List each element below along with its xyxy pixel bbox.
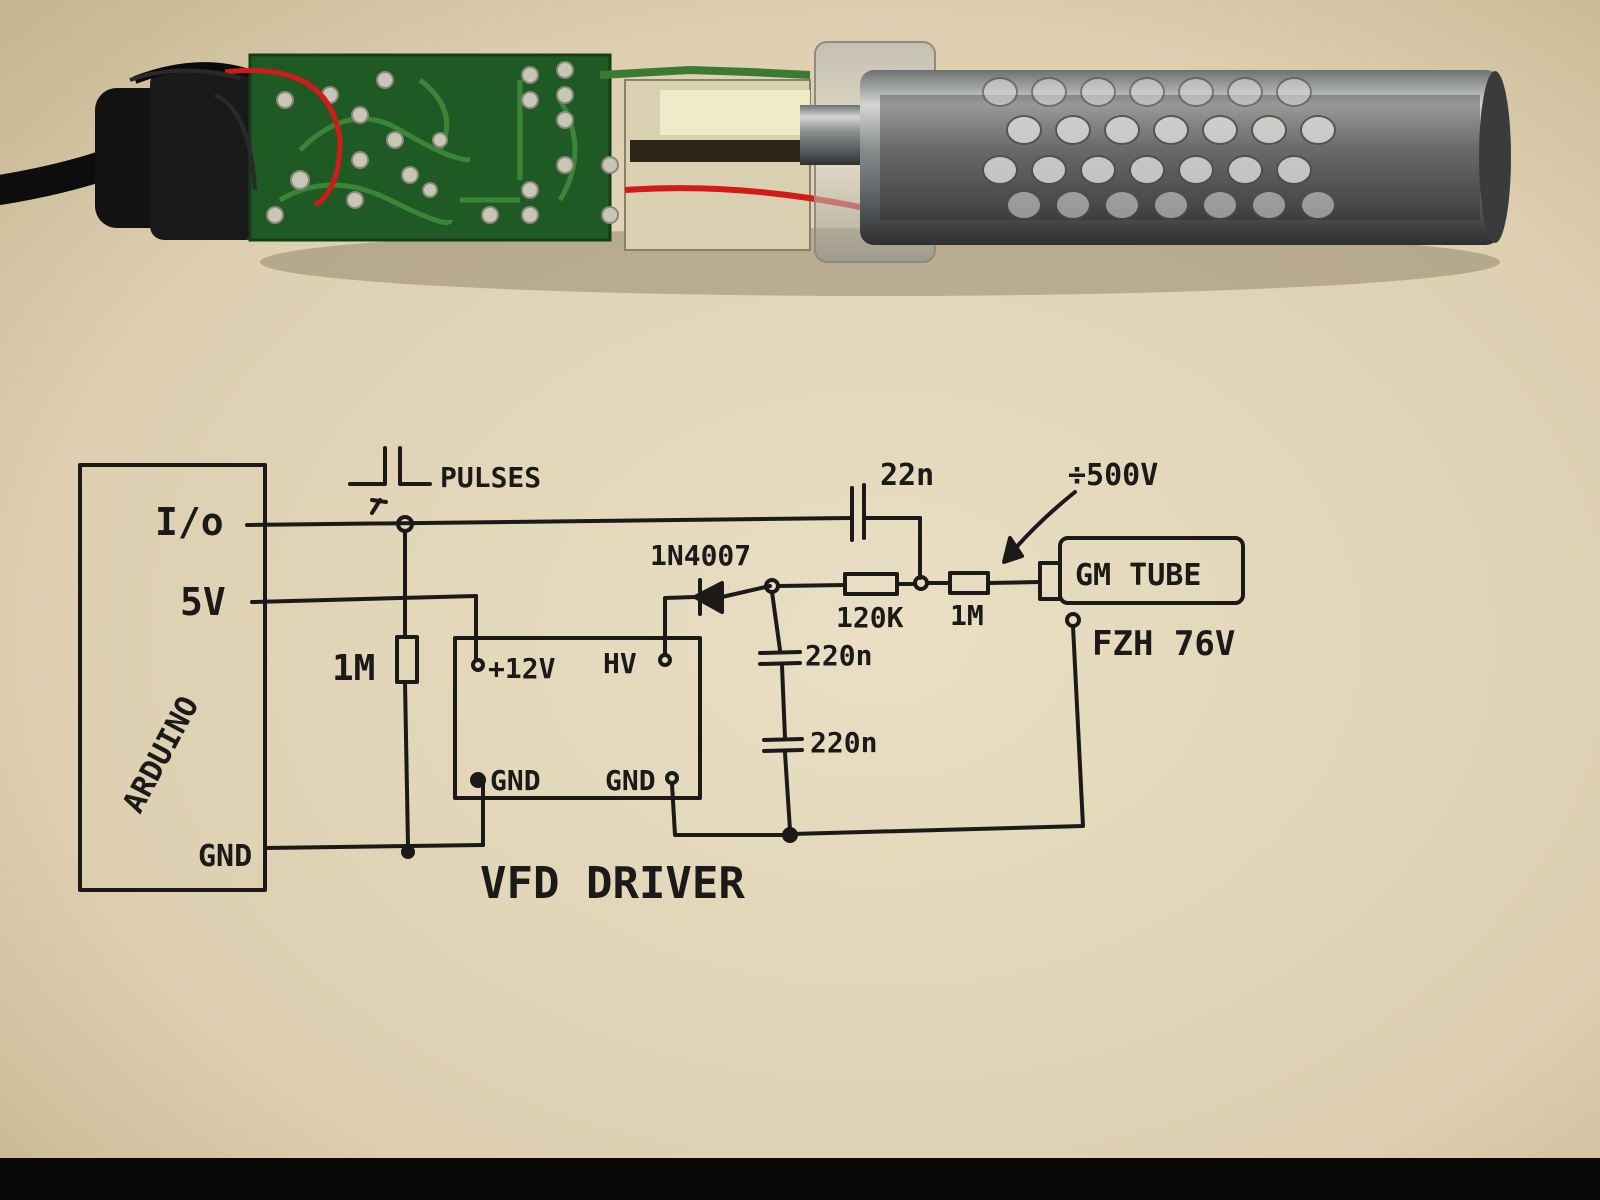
tube-hole	[1251, 190, 1287, 220]
gm-tube-ground-wire	[790, 624, 1085, 836]
tube-hole	[1031, 77, 1067, 107]
tube-hole	[1080, 77, 1116, 107]
tube-hole	[1031, 155, 1067, 185]
label-gnd-arduino: GND	[198, 839, 252, 874]
cap-220n-bottom-plate2	[762, 748, 804, 753]
gm-tube-anode-cap	[1038, 561, 1062, 601]
tube-hole	[1153, 190, 1189, 220]
label-tube-model: FZH 76V	[1092, 624, 1235, 664]
tube-hole	[1276, 155, 1312, 185]
geiger-probe-photo	[0, 41, 1511, 296]
top-resistors	[599, 65, 811, 79]
pulldown-wire-bottom	[403, 680, 410, 847]
label-500v: ÷500V	[1068, 458, 1158, 493]
thin-wires-left	[129, 68, 257, 191]
component-highlight	[660, 90, 810, 135]
label-pulldown-1m: 1M	[332, 648, 375, 689]
hv-wire	[663, 595, 697, 657]
cap-220n-top-plate1	[758, 650, 802, 655]
tube-hole	[1300, 115, 1336, 145]
driver-gnd-wire	[670, 782, 787, 837]
label-gnd-driver-left: GND	[490, 764, 541, 797]
pcb-traces	[278, 78, 578, 225]
gnd-wire	[263, 843, 485, 850]
tube-hole	[1104, 115, 1140, 145]
label-1m-tube: 1M	[950, 599, 984, 632]
label-vfd-driver: VFD DRIVER	[480, 858, 745, 909]
label-io: I/o	[155, 500, 224, 544]
voltage-arrow	[1010, 490, 1077, 554]
tube-hole	[1080, 155, 1116, 185]
tube-hole	[1202, 190, 1238, 220]
tube-hole	[1055, 115, 1091, 145]
vfd-driver-box	[453, 636, 702, 800]
voltage-arrow-head	[1002, 536, 1024, 564]
cap-chain-middle	[780, 664, 787, 740]
component-slot	[630, 140, 805, 162]
tube-hole	[1202, 115, 1238, 145]
tube-hole	[1006, 190, 1042, 220]
hand-drawn-schematic	[78, 446, 1245, 892]
tube-hole	[1055, 190, 1091, 220]
io-wire	[245, 516, 852, 527]
pin-gnd-left	[470, 772, 486, 788]
label-pulses: PULSES	[440, 461, 541, 494]
tube-hole	[1227, 155, 1263, 185]
cap-220n-bottom-plate1	[762, 737, 804, 742]
bottom-dark-strip	[0, 1158, 1600, 1200]
tube-hole	[1251, 115, 1287, 145]
arduino-box	[78, 463, 267, 892]
tube-hole	[1276, 77, 1312, 107]
label-12v: +12V	[488, 652, 556, 685]
label-gnd-driver-right: GND	[605, 764, 656, 797]
connector-body	[150, 70, 260, 240]
gnd-junction	[401, 845, 415, 859]
tube-hole	[1104, 190, 1140, 220]
tube-hole	[1129, 77, 1165, 107]
v5-wire	[250, 594, 478, 604]
gm-tube-end-cap	[1479, 71, 1511, 243]
tube-hole	[1178, 155, 1214, 185]
tube-hole	[1129, 155, 1165, 185]
label-cap-220n-bottom: 220n	[810, 726, 877, 759]
pulses-arrow	[370, 498, 388, 515]
tube-hole	[1178, 77, 1214, 107]
label-cap-22n: 22n	[880, 458, 934, 493]
node-to-120k	[776, 583, 847, 588]
label-5v: 5V	[180, 580, 226, 624]
label-diode: 1N4007	[650, 539, 751, 572]
diode-to-node	[720, 584, 772, 599]
tube-hole	[1006, 115, 1042, 145]
label-gm-tube: GM TUBE	[1075, 558, 1201, 593]
cap-220n-top-plate2	[758, 661, 802, 666]
tube-hole	[1153, 115, 1189, 145]
cap-chain-top	[770, 590, 782, 652]
pulses-waveform	[348, 446, 432, 486]
tube-hole	[982, 155, 1018, 185]
pin-12v	[471, 658, 485, 672]
tube-perforations	[982, 77, 1336, 220]
red-wire-left	[224, 67, 343, 208]
tube-hole	[1227, 77, 1263, 107]
1m-to-tube	[986, 580, 1042, 585]
tube-hole	[1300, 190, 1336, 220]
label-hv: HV	[603, 647, 637, 680]
label-120k: 120K	[836, 601, 904, 634]
tube-metal-end	[800, 105, 865, 165]
label-cap-220n-top: 220n	[805, 639, 872, 672]
tube-hole	[982, 77, 1018, 107]
cap-chain-bottom	[783, 751, 792, 832]
